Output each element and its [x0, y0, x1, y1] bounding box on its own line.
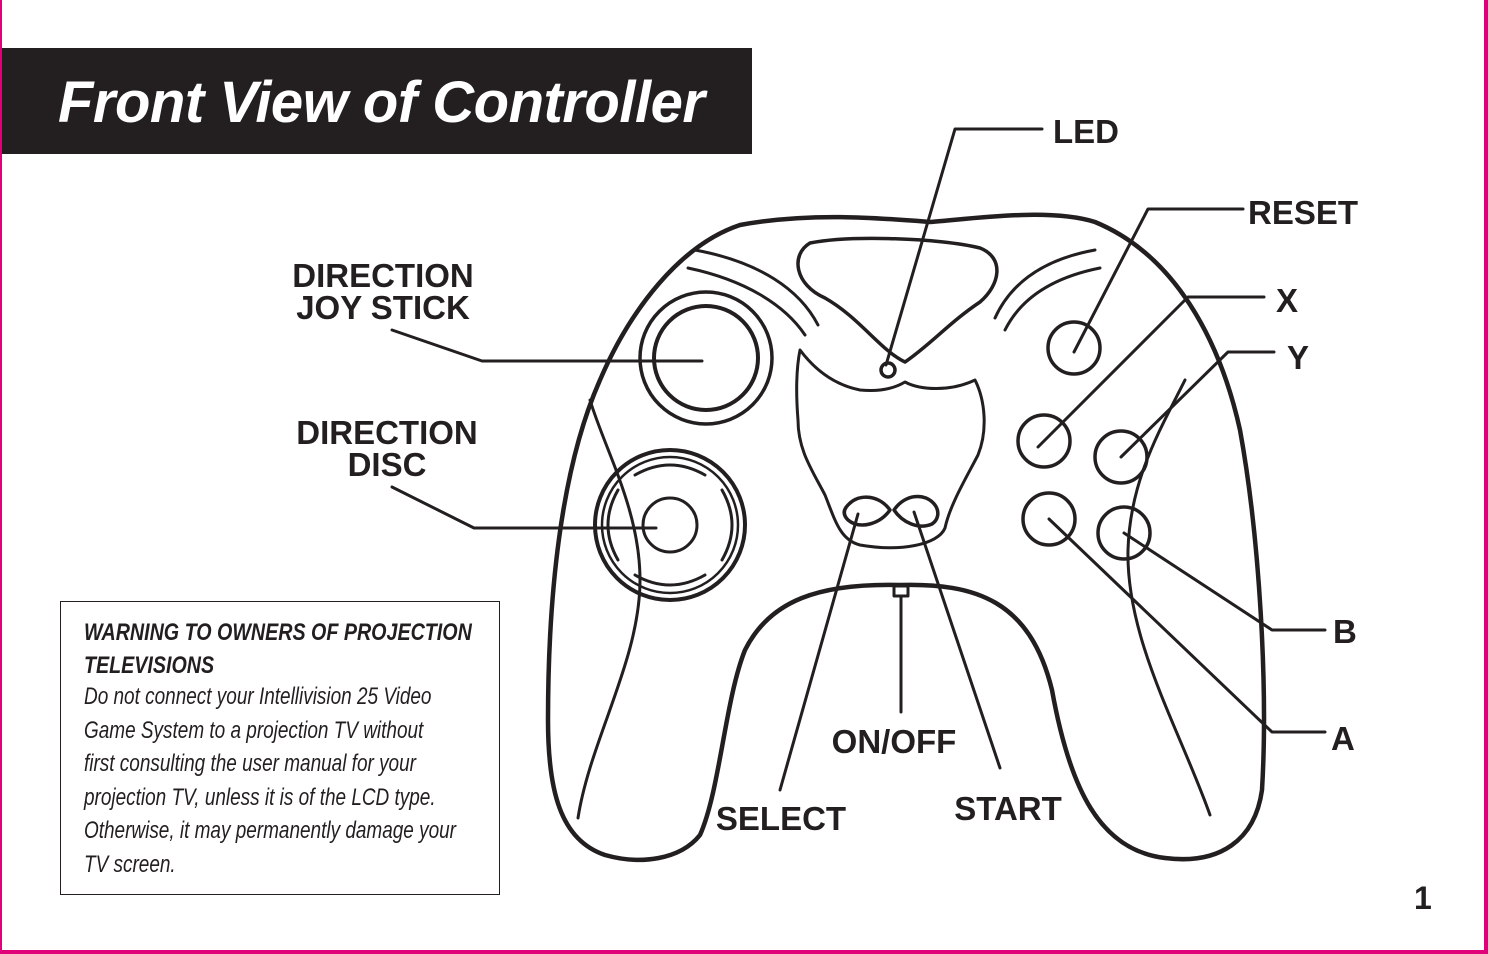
- warning-line: Game System to a projection TV without: [84, 716, 424, 744]
- left-grip-line: [576, 398, 642, 820]
- right-grip-line: [1126, 378, 1212, 817]
- warning-heading-line1: WARNING TO OWNERS OF PROJECTION: [84, 619, 472, 646]
- start-button[interactable]: [892, 494, 940, 528]
- page-title: Front View of Controller: [58, 70, 705, 135]
- warning-line: Otherwise, it may permanently damage you…: [84, 817, 456, 844]
- a-label: A: [1331, 720, 1355, 757]
- x-label: X: [1276, 282, 1298, 319]
- reset-button[interactable]: [1046, 320, 1102, 376]
- direction-disc-center: [641, 496, 699, 554]
- joystick-inner: [652, 304, 760, 412]
- top-contour-3: [993, 248, 1097, 320]
- select-leader: [778, 512, 860, 792]
- start-leader: [912, 510, 1002, 770]
- b-leader: [1122, 531, 1327, 632]
- direction-disc-arc-right: [720, 488, 734, 562]
- disc-label-line2: DISC: [348, 446, 427, 483]
- disc-label-line1: DIRECTION: [296, 414, 478, 451]
- warning-heading-line2: TELEVISIONS: [84, 652, 215, 679]
- x-button[interactable]: [1016, 413, 1072, 469]
- reset-leader: [1072, 207, 1245, 354]
- center-cross-panel: [795, 348, 986, 550]
- disc-leader: [390, 485, 658, 530]
- a-leader: [1047, 517, 1327, 734]
- joystick-leader: [390, 328, 704, 363]
- warning-body: Do not connect your Intellivision 25 Vid…: [84, 680, 495, 881]
- direction-disc-arc-down: [633, 573, 707, 587]
- center-top-panel: [796, 236, 999, 364]
- joystick-outer: [638, 290, 774, 426]
- a-button[interactable]: [1021, 491, 1077, 547]
- warning-heading: WARNING TO OWNERS OF PROJECTION TELEVISI…: [84, 616, 494, 682]
- direction-disc-ring: [600, 455, 740, 595]
- led-label: LED: [1053, 113, 1119, 150]
- select-button[interactable]: [842, 495, 892, 527]
- x-leader: [1036, 295, 1266, 449]
- on-off-label: ON/OFF: [832, 723, 957, 760]
- controller-body-outline: [545, 212, 1267, 862]
- top-contour-1: [693, 248, 820, 327]
- direction-disc-arc-left: [606, 488, 620, 562]
- reset-label: RESET: [1248, 194, 1358, 231]
- led-leader: [884, 127, 1044, 367]
- top-contour-2: [686, 266, 807, 337]
- warning-line: Do not connect your Intellivision 25 Vid…: [84, 683, 432, 710]
- direction-disc-arc-up: [633, 463, 707, 477]
- start-label: START: [954, 790, 1062, 827]
- led-indicator: [879, 361, 897, 379]
- y-button[interactable]: [1093, 429, 1149, 485]
- y-label: Y: [1287, 339, 1309, 376]
- top-contour-4: [1003, 266, 1102, 332]
- title-banner: Front View of Controller: [2, 48, 752, 154]
- page-number: 1: [1414, 880, 1432, 916]
- warning-box: WARNING TO OWNERS OF PROJECTION TELEVISI…: [60, 601, 500, 895]
- direction-disc-outer: [593, 448, 747, 602]
- warning-line: projection TV, unless it is of the LCD t…: [84, 783, 436, 811]
- b-button[interactable]: [1096, 505, 1152, 561]
- select-label: SELECT: [716, 800, 846, 837]
- b-label: B: [1333, 613, 1357, 650]
- warning-line: TV screen.: [84, 850, 176, 878]
- warning-line: first consulting the user manual for you…: [84, 750, 416, 777]
- joystick-label-line1: DIRECTION: [292, 257, 474, 294]
- joystick-label-line2: JOY STICK: [296, 289, 470, 326]
- y-leader: [1119, 350, 1276, 459]
